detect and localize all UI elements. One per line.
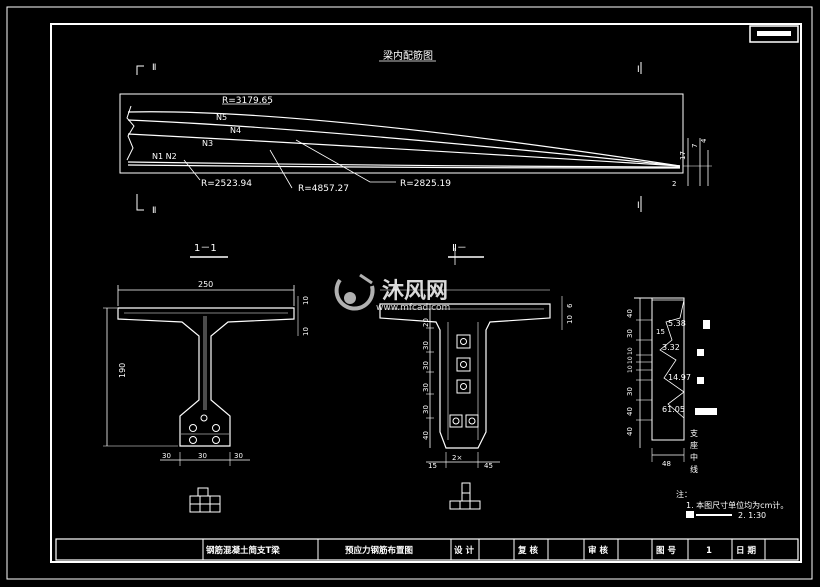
sec2-left-dim-6: 40 xyxy=(422,431,430,440)
side-value-4: 61.05 xyxy=(662,405,685,414)
sec1-web-dim: 10 xyxy=(302,327,310,336)
end-dim-4: 2 xyxy=(672,180,676,188)
side-left-dim-3: 10 xyxy=(627,347,634,355)
title-design-label: 设 计 xyxy=(454,545,474,556)
side-value-1: 5.38 xyxy=(668,319,686,328)
sec2-right-dim-1: 6 xyxy=(566,303,574,308)
support-label-3: 中 xyxy=(690,452,698,462)
notes-line-2: 2. 1:30 xyxy=(738,511,766,520)
side-value-3: 14.97 xyxy=(668,373,691,382)
watermark: 沐风网 www.mfcad.com xyxy=(334,273,450,313)
section-mark-bl: Ⅱ xyxy=(152,206,156,216)
side-left-dim-8: 40 xyxy=(626,427,634,436)
tendon-label-n3: N3 xyxy=(202,139,213,148)
tendon-n12a xyxy=(127,161,681,168)
side-left-dim-4: 10 xyxy=(627,356,634,364)
watermark-logo xyxy=(334,273,375,311)
sec1-bottom-dim-1: 30 xyxy=(162,452,171,460)
side-left-dim-2: 30 xyxy=(626,329,634,338)
corner-tag-bar xyxy=(757,31,791,36)
t-beam-section-1 xyxy=(117,307,295,447)
end-dim-3: 4 xyxy=(700,138,708,143)
sec2-left-dim-2: 30 xyxy=(422,341,430,350)
radius-label-4: R=2825.19 xyxy=(400,179,451,189)
side-left-dim-7: 40 xyxy=(626,407,634,416)
sec1-bottom-dim-2: 30 xyxy=(198,452,207,460)
side-value-2: 3.32 xyxy=(662,343,680,352)
support-label-1: 支 xyxy=(690,428,698,438)
beam-elevation xyxy=(119,93,684,174)
section-mark-tl: Ⅱ xyxy=(152,63,156,73)
elevation-title: 梁内配筋图 xyxy=(383,49,433,62)
tendon-n3 xyxy=(127,133,681,167)
tendon-n5 xyxy=(127,111,681,167)
watermark-url: www.mfcad.com xyxy=(376,303,450,313)
tendon-label-n4: N4 xyxy=(230,126,241,135)
radius-label-2: R=2523.94 xyxy=(201,179,252,189)
side-detail: 40 30 10 10 10 30 40 40 15 5.38 3.32 14.… xyxy=(626,297,717,474)
anchor-block-detail-2 xyxy=(449,482,481,510)
sec2-left-dim-1: 20 xyxy=(422,318,430,327)
sec2-left-dim-4: 30 xyxy=(422,383,430,392)
title-review-label: 复 核 xyxy=(517,545,538,556)
sec2-bottom-dim-3: 45 xyxy=(484,462,493,470)
sec1-bottom-dim-3: 30 xyxy=(234,452,243,460)
title-figure-no-label: 图 号 xyxy=(656,546,676,556)
sec2-bottom-dim-2: 2× xyxy=(452,454,462,462)
side-bottom-dim: 48 xyxy=(662,460,671,468)
elevation-view: 梁内配筋图 Ⅱ Ⅱ Ⅰ Ⅰ R=3179.65 R=2523.94 R=4857… xyxy=(119,49,712,216)
anchor-block-detail-1 xyxy=(189,487,221,513)
title-date-label: 日 期 xyxy=(736,545,756,556)
section-2: Ⅱ－ 20 30 30 30 30 40 6 10 xyxy=(379,243,574,510)
section-2-label: Ⅱ－ xyxy=(452,243,467,254)
tendon-n12b xyxy=(127,164,681,169)
side-left-dim-6: 30 xyxy=(626,387,634,396)
title-figure-no: 1 xyxy=(706,546,712,556)
end-dim-1: 17 xyxy=(679,151,687,160)
title-project: 钢筋混凝土简支T梁 xyxy=(206,545,280,556)
sec2-left-dim-3: 30 xyxy=(422,361,430,370)
radius-label-1: R=3179.65 xyxy=(222,96,273,106)
side-right-dim-1: 15 xyxy=(656,328,665,336)
sec2-right-dim-2: 10 xyxy=(566,315,574,324)
end-dim-2: 7 xyxy=(691,144,699,148)
radius-label-3: R=4857.27 xyxy=(298,184,349,194)
side-left-dim-1: 40 xyxy=(626,309,634,318)
tendon-label-n12: N1 N2 xyxy=(152,152,177,161)
anchor-plates xyxy=(449,334,479,428)
support-label-4: 线 xyxy=(690,464,698,474)
outer-border xyxy=(6,6,813,580)
title-block: 钢筋混凝土简支T梁 预应力钢筋布置图 设 计 复 核 审 核 图 号 1 日 期 xyxy=(55,538,799,561)
section-mark-br: Ⅰ xyxy=(637,201,640,211)
tendon-label-n5: N5 xyxy=(216,113,227,122)
title-approve-label: 审 核 xyxy=(588,545,608,556)
title-drawing-name: 预应力钢筋布置图 xyxy=(345,545,413,556)
notes: 注： 1. 本图尺寸单位均为cm计。 2. 1:30 xyxy=(676,489,788,520)
section-1-1: 1－1 250 190 10 10 30 30 30 xyxy=(103,243,310,513)
support-label-2: 座 xyxy=(690,440,698,450)
sec1-width-dim: 250 xyxy=(198,280,213,289)
tendon-n4 xyxy=(127,119,681,167)
sec2-left-dim-5: 30 xyxy=(422,405,430,414)
t-beam-section-2 xyxy=(379,303,551,449)
sec1-flange-dim: 10 xyxy=(302,296,310,305)
inner-border xyxy=(50,23,802,563)
corner-tag-box xyxy=(749,25,799,43)
section-1-label: 1－1 xyxy=(194,243,217,254)
notes-line-1: 1. 本图尺寸单位均为cm计。 xyxy=(686,500,788,510)
notes-title: 注： xyxy=(676,489,692,499)
sec2-bottom-dim-1: 15 xyxy=(428,462,437,470)
section-mark-tr: Ⅰ xyxy=(637,65,640,75)
side-left-dim-5: 10 xyxy=(627,365,634,373)
watermark-brand: 沐风网 xyxy=(382,279,448,304)
sec1-height-dim: 190 xyxy=(118,363,127,378)
